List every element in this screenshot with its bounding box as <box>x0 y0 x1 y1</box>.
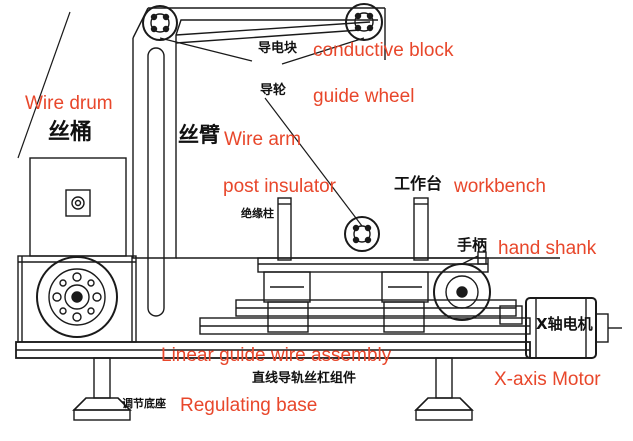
label-cn-wire-arm: 丝臂 <box>178 123 220 147</box>
linear-guide-assembly <box>199 299 531 335</box>
label-linear-guide: Linear guide wire assembly <box>161 345 392 366</box>
electrode-wire <box>17 11 365 227</box>
label-hand-shank: hand shank <box>498 238 597 259</box>
label-cn-regulating-base: 调节底座 <box>122 397 166 410</box>
label-cn-wire-drum: 丝桶 <box>48 120 93 145</box>
wire-drum-housing <box>17 157 137 343</box>
post-insulators <box>277 197 429 261</box>
label-post-insulator: post insulator <box>223 176 337 197</box>
label-guide-wheel: guide wheel <box>313 86 415 107</box>
label-wire-drum: Wire drum <box>25 93 113 114</box>
label-regulating-base: Regulating base <box>180 395 318 416</box>
top-right-pulley <box>345 3 383 41</box>
top-left-pulley <box>142 5 178 41</box>
regulating-feet <box>72 357 474 421</box>
label-cn-x-axis-motor: X轴电机 <box>536 315 593 333</box>
label-wire-arm: Wire arm <box>224 129 302 150</box>
label-cn-linear-guide: 直线导轨丝杠组件 <box>252 371 357 386</box>
label-cn-workbench: 工作台 <box>394 174 443 193</box>
label-workbench: workbench <box>454 176 546 197</box>
hand-shank <box>433 251 491 321</box>
wire-arm-frame <box>132 7 560 317</box>
label-cn-post-insulator: 绝缘柱 <box>241 207 274 220</box>
x-axis-motor <box>525 297 622 359</box>
base-plate <box>15 341 531 359</box>
label-cn-conductive-block: 导电块 <box>258 41 298 56</box>
lower-guide-wheel <box>344 216 380 252</box>
label-conductive-block: conductive block <box>313 40 454 61</box>
label-cn-hand-shank: 手柄 <box>457 236 488 254</box>
label-x-axis-motor: X-axis Motor <box>494 369 601 390</box>
label-cn-guide-wheel: 导轮 <box>260 83 287 98</box>
